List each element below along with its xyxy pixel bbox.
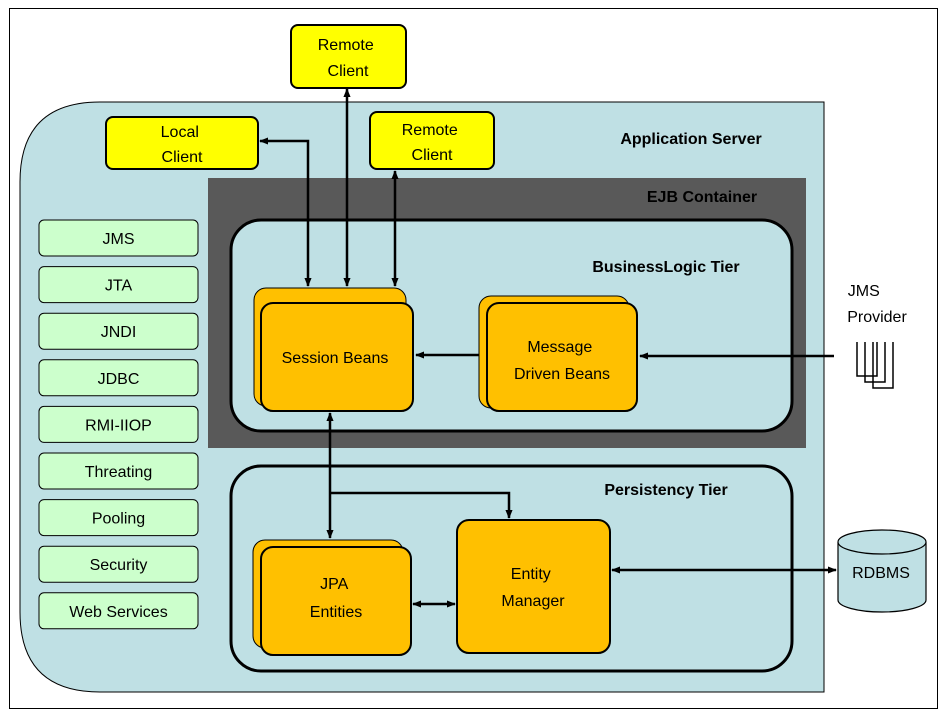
jpa-entities-label: JPA Entities — [310, 576, 362, 621]
session-beans: Session Beans — [253, 287, 414, 412]
service-label: JTA — [105, 278, 133, 295]
remote-client-inner: Remote Client — [369, 111, 495, 170]
remote-client-inner-label: Remote Client — [402, 122, 462, 164]
rdbms-database: RDBMS — [837, 529, 927, 613]
service-label: RMI-IIOP — [85, 417, 152, 434]
jms-queue-icon — [856, 342, 894, 389]
application-server-label: Application Server — [620, 131, 761, 148]
session-beans-label: Session Beans — [282, 350, 389, 367]
local-client-label: Local Client — [161, 124, 204, 166]
service-box — [38, 312, 199, 350]
service-box — [38, 266, 199, 304]
database-icon — [837, 542, 927, 613]
service-label: Pooling — [92, 511, 145, 528]
entity-manager-label: Entity Manager — [501, 566, 565, 610]
connectors — [259, 88, 837, 608]
outer-frame — [9, 8, 938, 709]
service-box — [38, 592, 199, 630]
remote-client-top: Remote Client — [290, 24, 407, 89]
service-box — [38, 219, 199, 257]
service-label: JNDI — [101, 324, 137, 341]
arrow-session-entity-manager — [330, 491, 513, 519]
service-label: Security — [90, 557, 148, 574]
message-driven-beans: Message Driven Beans — [478, 295, 638, 412]
service-box — [38, 405, 199, 443]
service-label: Web Services — [69, 604, 167, 621]
service-label: Threating — [85, 464, 153, 481]
service-box — [38, 359, 199, 397]
message-driven-beans-label: Message Driven Beans — [514, 339, 610, 383]
rdbms-label: RDBMS — [852, 565, 910, 582]
jpa-entities: JPA Entities — [252, 539, 412, 656]
service-label: JMS — [103, 231, 135, 248]
service-label: JDBC — [98, 371, 140, 388]
arrow-local-client-session — [259, 137, 312, 287]
jms-provider-label: JMS Provider — [847, 283, 907, 326]
persistency-tier-label: Persistency Tier — [604, 482, 727, 499]
entity-manager: Entity Manager — [456, 519, 611, 654]
service-box — [38, 545, 199, 583]
service-box — [38, 452, 199, 490]
services-list: JMS JTA JNDI JDBC RMI-IIOP ThreatingPoolingSe… — [38, 219, 199, 630]
business-logic-tier-label: BusinessLogic Tier — [592, 259, 739, 276]
ejb-container-label: EJB Container — [647, 189, 757, 206]
jms-provider: JMS Provider — [847, 283, 907, 389]
local-client: Local Client — [105, 116, 259, 170]
service-box — [38, 499, 199, 537]
remote-client-top-label: Remote Client — [318, 37, 378, 80]
